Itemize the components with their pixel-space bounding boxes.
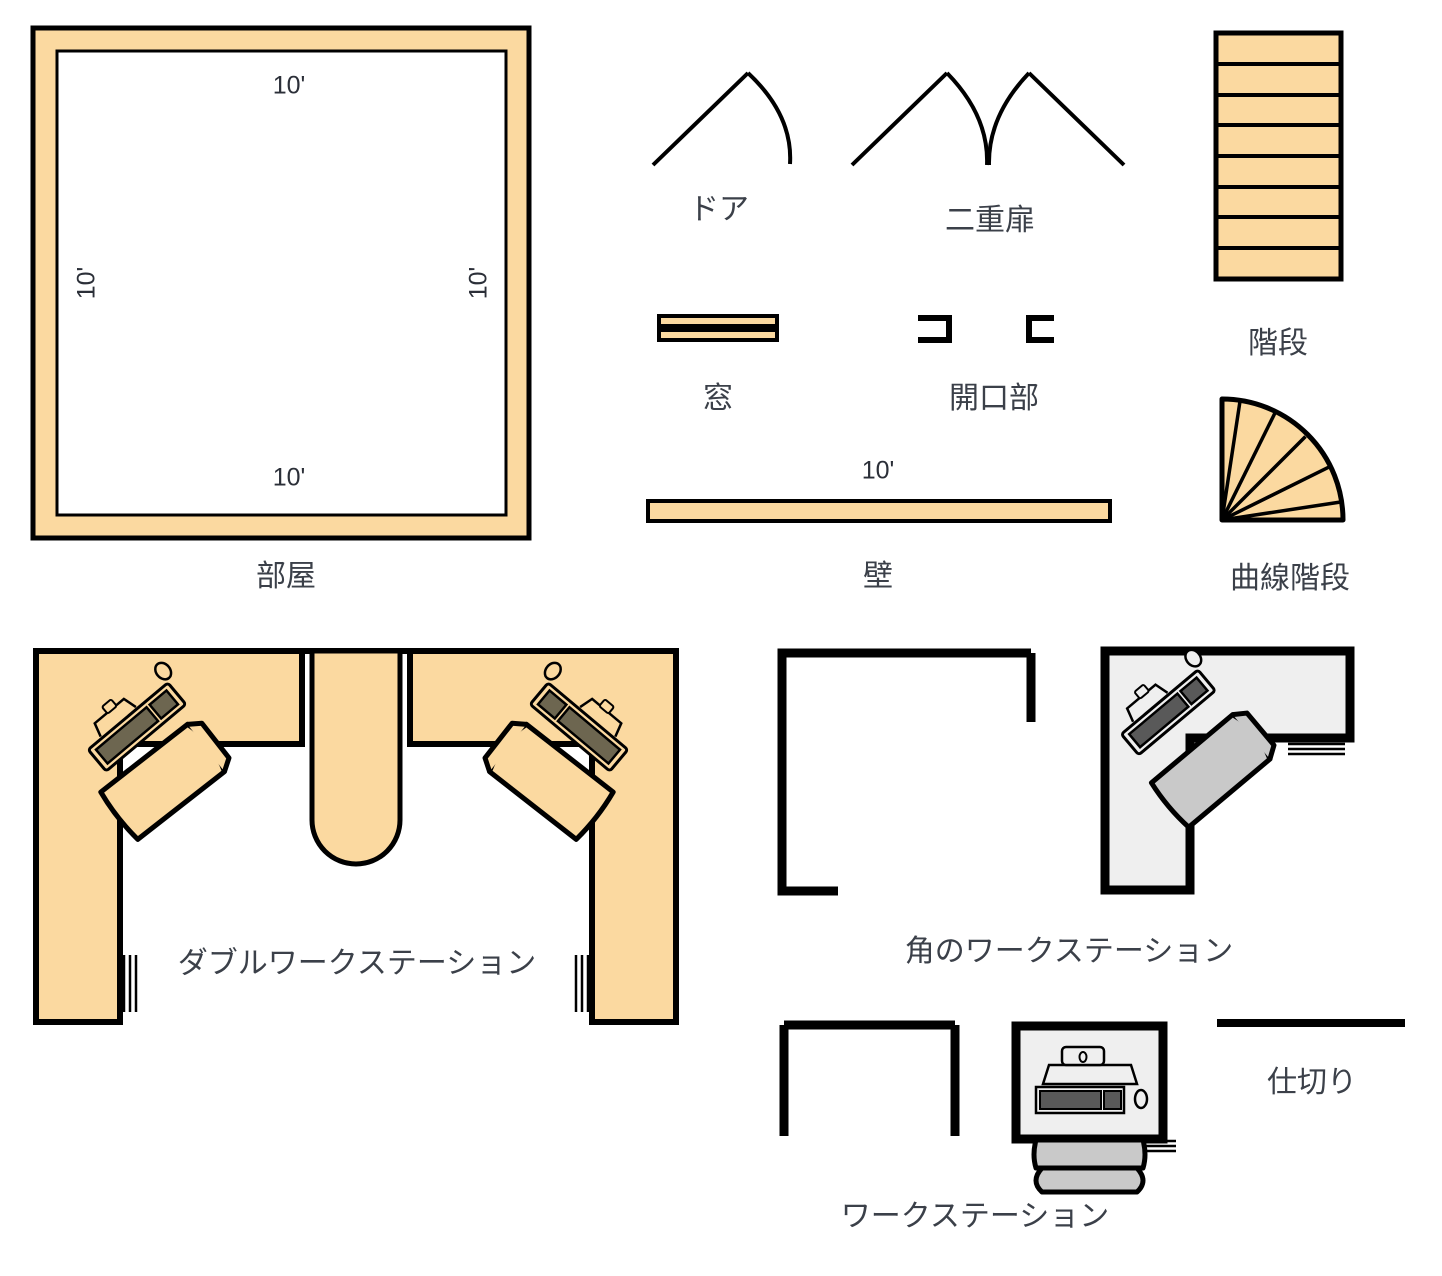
- workstation-mouse: [1133, 1088, 1149, 1110]
- double-workstation-tray-ticks-right: [574, 955, 590, 1012]
- window-pane-upper: [661, 318, 775, 324]
- stairs-label: 階段: [1248, 327, 1308, 360]
- workstation-desk: [1011, 1021, 1168, 1144]
- wall-body: [646, 499, 1112, 523]
- opening-bracket-left: [918, 315, 952, 343]
- computer-cpu-right: [536, 688, 569, 721]
- double-door-swing-arc-right: [986, 71, 1031, 166]
- symbol-room[interactable]: 10' 10' 10' 10' 部屋: [30, 25, 532, 593]
- door-label: ドア: [689, 193, 749, 226]
- corner-workstation-outline-desk: [777, 648, 1031, 896]
- double-workstation-label: ダブルワークステーション: [178, 947, 537, 980]
- double-workstation-computer-right: [529, 661, 629, 772]
- computer-keyboard-riser-right: [598, 698, 615, 714]
- curved-stairs-riser-3: [1220, 435, 1307, 522]
- computer-keyboard-riser-left: [101, 698, 118, 714]
- partition-label: 仕切り: [1267, 1066, 1357, 1099]
- computer-mouse-corner: [1184, 648, 1203, 668]
- symbol-double-door[interactable]: 二重扉: [850, 71, 1126, 237]
- symbol-double-workstation[interactable]: ダブルワークステーション: [33, 648, 679, 1025]
- double-workstation-chair-right: [482, 720, 616, 842]
- curved-stairs-riser-4: [1221, 465, 1331, 522]
- computer-cpu-left: [147, 688, 180, 721]
- curved-stairs-riser-1: [1220, 401, 1242, 521]
- partition-line: [1217, 1019, 1405, 1027]
- chair-back-right: [482, 720, 527, 773]
- workstation-keyboard: [1041, 1063, 1139, 1086]
- wall-label: 壁: [863, 560, 893, 593]
- workstation-computer: [1034, 1045, 1149, 1115]
- double-door-leaf-left: [850, 71, 949, 167]
- computer-cpu-corner: [1178, 675, 1210, 706]
- symbol-workstation[interactable]: ワークステーション: [779, 1020, 1176, 1233]
- computer-keyboard-riser-corner: [1134, 684, 1150, 700]
- symbol-opening[interactable]: 開口部: [918, 315, 1054, 415]
- opening-label: 開口部: [949, 382, 1039, 415]
- room-interior: [55, 49, 508, 517]
- room-dimension-bottom: 10': [273, 464, 306, 492]
- corner-workstation-label: 角のワークステーション: [905, 935, 1234, 968]
- double-workstation-tray-ticks-left: [122, 955, 138, 1012]
- double-door-leaf-right: [1027, 71, 1126, 167]
- double-workstation-computer-left: [87, 661, 187, 772]
- symbol-curved-stairs[interactable]: 曲線階段: [1219, 396, 1350, 595]
- door-swing-arc: [746, 71, 793, 165]
- double-workstation-chair-left: [98, 720, 232, 842]
- corner-workstation-computer: [1121, 648, 1216, 756]
- symbol-door[interactable]: ドア: [651, 71, 793, 226]
- curved-stairs-label: 曲線階段: [1230, 562, 1350, 595]
- workstation-cpu: [1103, 1090, 1122, 1110]
- corner-workstation-chair: [1148, 710, 1277, 830]
- double-workstation-center-divider: [309, 648, 403, 867]
- symbol-stairs[interactable]: 階段: [1213, 30, 1344, 360]
- computer-screen-corner: [1127, 691, 1191, 749]
- workstation-screen: [1039, 1090, 1102, 1110]
- computer-mouse-right: [543, 661, 562, 681]
- curved-stairs-riser-2: [1220, 411, 1277, 521]
- opening-bracket-right: [1026, 315, 1054, 343]
- room-dimension-left: 10': [73, 267, 101, 300]
- computer-screen-left: [94, 705, 160, 766]
- symbol-wall[interactable]: 10' 壁: [646, 457, 1112, 593]
- symbol-corner-workstation[interactable]: 角のワークステーション: [777, 644, 1355, 968]
- room-label: 部屋: [256, 560, 316, 593]
- workstation-chair-back: [1031, 1137, 1148, 1171]
- symbol-partition[interactable]: 仕切り: [1217, 1019, 1405, 1099]
- workstation-riser-knob: [1078, 1051, 1088, 1063]
- workstation-outline-desk: [779, 1020, 960, 1136]
- window-label: 窓: [703, 382, 733, 415]
- curved-stairs-riser-5: [1221, 500, 1341, 522]
- window-pane-lower: [661, 332, 775, 338]
- room-dimension-right: 10': [465, 267, 493, 300]
- double-door-swing-arc-left: [945, 71, 990, 166]
- room-dimension-top: 10': [273, 72, 306, 100]
- corner-workstation-tray-ticks: [1288, 742, 1345, 756]
- double-door-label: 二重扉: [945, 204, 1035, 237]
- workstation-chair-seat: [1033, 1165, 1146, 1195]
- symbol-window[interactable]: 窓: [657, 314, 779, 415]
- chair-back-left: [187, 720, 232, 773]
- workstation-label: ワークステーション: [841, 1200, 1110, 1233]
- computer-mouse-left: [154, 661, 173, 681]
- chair-back-corner: [1232, 710, 1277, 760]
- workstation-chair: [1031, 1137, 1148, 1195]
- computer-screen-right: [556, 705, 622, 766]
- door-leaf: [651, 71, 750, 167]
- wall-dimension: 10': [862, 457, 895, 485]
